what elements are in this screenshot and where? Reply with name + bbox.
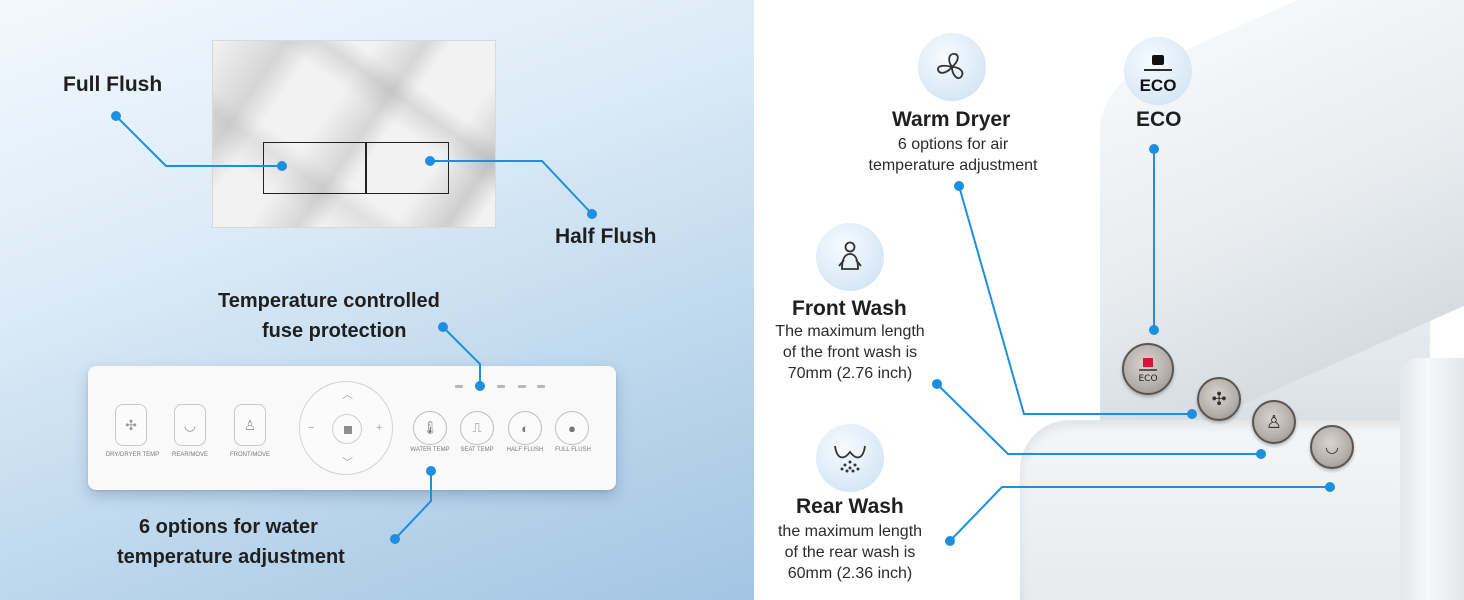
fan-icon: ✣: [125, 416, 137, 433]
rear-wash-desc-line2: of the rear wash is: [784, 544, 916, 561]
rear-wash-desc: the maximum length of the rear wash is 6…: [760, 521, 940, 584]
minus-icon[interactable]: −: [308, 422, 315, 434]
rear-wash-button[interactable]: ◡: [174, 404, 206, 446]
toilet-base: [1020, 420, 1464, 600]
eco-knob[interactable]: ECO: [1122, 343, 1174, 395]
full-flush-remote-button[interactable]: ●: [555, 411, 589, 445]
full-drop-icon: ●: [568, 420, 576, 436]
half-flush-label: Half Flush: [555, 225, 657, 248]
front-wash-title: Front Wash: [792, 297, 907, 320]
full-flush-label: Full Flush: [63, 73, 163, 96]
rear-wash-knob[interactable]: ◡: [1310, 425, 1354, 469]
led-indicator: [537, 385, 545, 388]
eco-badge: ECO: [1124, 37, 1192, 105]
fuse-label-line2: fuse protection: [262, 320, 407, 342]
front-wash-icon: ♙: [243, 416, 257, 433]
front-wash-badge: [816, 223, 884, 291]
led-indicator: [497, 385, 505, 388]
rear-wash-desc-line1: the maximum length: [777, 523, 923, 540]
front-wash-knob[interactable]: ♙: [1252, 400, 1296, 444]
half-flush-remote-label: HALF FLUSH: [506, 447, 544, 453]
water-temp-label-line2: temperature adjustment: [117, 546, 345, 568]
stop-button[interactable]: [332, 414, 362, 444]
fan-icon: ✣: [1211, 388, 1227, 409]
front-wash-icon: [838, 241, 862, 270]
front-wash-desc-line3: 70mm (2.76 inch): [787, 365, 913, 382]
led-indicator: [455, 385, 463, 388]
svg-text:ECO: ECO: [1138, 374, 1157, 384]
front-wash-desc-line1: The maximum length: [775, 323, 925, 340]
direction-pad[interactable]: ︿ ﹀ − +: [299, 381, 393, 475]
rear-wash-icon: ◡: [1325, 439, 1339, 456]
warm-dryer-title: Warm Dryer: [892, 108, 1011, 131]
eco-title: ECO: [1136, 108, 1182, 131]
eco-knob-icon: ECO: [1138, 358, 1158, 384]
down-icon[interactable]: ﹀: [342, 457, 353, 469]
half-flush-button[interactable]: [366, 142, 449, 194]
dryer-button-label: DRY/DRYER TEMP: [105, 452, 160, 458]
up-icon[interactable]: ︿: [342, 389, 353, 401]
water-temp-button-label: WATER TEMP: [410, 447, 450, 453]
warm-dryer-desc-line2: temperature adjustment: [868, 157, 1038, 174]
full-flush-button[interactable]: [263, 142, 366, 194]
warm-dryer-badge: [918, 33, 986, 101]
full-flush-remote-label: FULL FLUSH: [555, 447, 591, 453]
half-drop-icon: ◐: [521, 420, 529, 436]
flush-plate: [212, 40, 496, 228]
right-panel: ECO ✣ ♙ ◡ ECO: [754, 0, 1464, 600]
front-wash-desc-line2: of the front wash is: [782, 344, 918, 361]
toilet-edge: [1400, 358, 1464, 600]
front-wash-button-label: FRONT/MOVE: [230, 452, 270, 458]
seat-temp-button[interactable]: ⎍: [460, 411, 494, 445]
eco-badge-text: ECO: [1139, 76, 1177, 95]
rear-wash-icon: [834, 445, 866, 473]
half-flush-remote-button[interactable]: ◐: [508, 411, 542, 445]
fuse-label-line1: Temperature controlled: [218, 290, 440, 312]
seat-temp-icon: ⎍: [472, 420, 482, 435]
warm-dryer-desc-line1: 6 options for air: [897, 136, 1009, 153]
dryer-knob[interactable]: ✣: [1197, 377, 1241, 421]
rear-wash-title: Rear Wash: [796, 495, 904, 518]
left-panel: Full Flush Half Flush Temperature contro…: [0, 0, 754, 600]
front-wash-button[interactable]: ♙: [234, 404, 266, 446]
seat-temp-button-label: SEAT TEMP: [460, 447, 494, 453]
dryer-button[interactable]: ✣: [115, 404, 147, 446]
front-wash-icon: ♙: [1265, 411, 1283, 432]
rear-wash-button-label: REAR/MOVE: [171, 452, 208, 458]
water-temp-button[interactable]: 🌡︎: [413, 411, 447, 445]
rear-wash-badge: [816, 424, 884, 492]
rear-wash-desc-line3: 60mm (2.36 inch): [787, 565, 913, 582]
led-indicator: [518, 385, 526, 388]
fan-icon: [937, 53, 964, 80]
rear-wash-icon: ◡: [183, 416, 197, 433]
thermometer-icon: 🌡︎: [421, 420, 439, 435]
control-panel: ✣ DRY/DRYER TEMP ◡ REAR/MOVE ♙ FRONT/MOV…: [88, 366, 616, 490]
led-indicator: [476, 385, 484, 388]
front-wash-desc: The maximum length of the front wash is …: [760, 321, 940, 384]
eco-icon: [1144, 55, 1172, 71]
warm-dryer-desc: 6 options for air temperature adjustment: [846, 134, 1060, 176]
plus-icon[interactable]: +: [376, 422, 383, 434]
water-temp-label-line1: 6 options for water: [139, 516, 318, 538]
